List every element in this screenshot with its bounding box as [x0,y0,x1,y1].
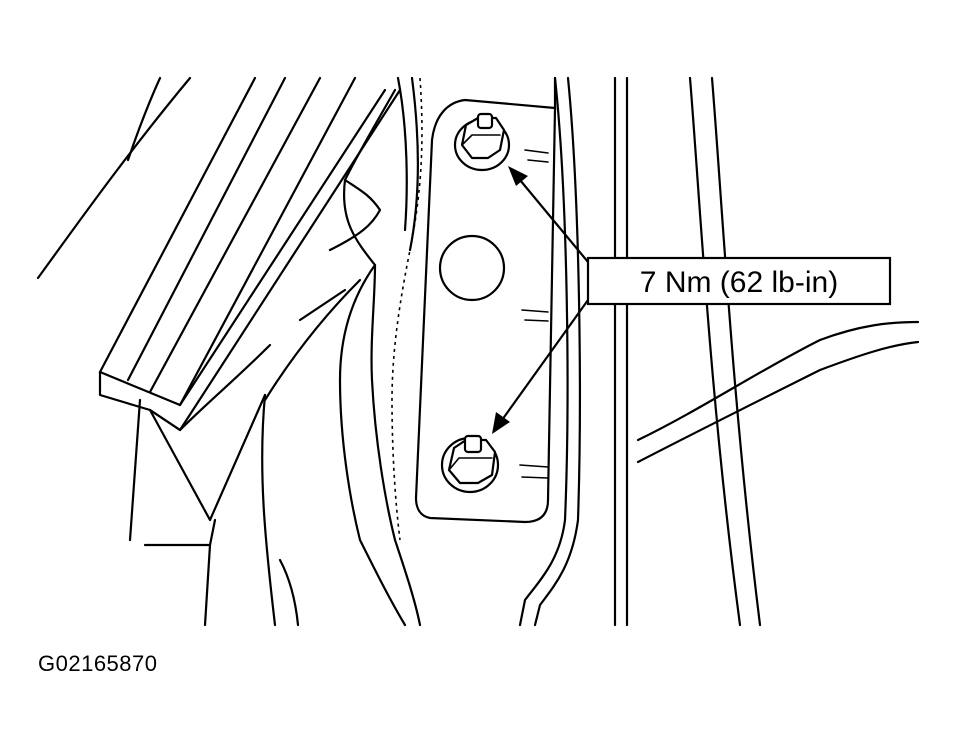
lower-structure [128,278,362,627]
callout-arrows [492,166,590,434]
figure-id-caption: G02165870 [38,651,158,676]
wavy-panel-edges [328,76,423,627]
torque-callout: 7 Nm (62 lb-in) [586,256,892,306]
lower-bolt-icon [440,434,500,494]
vertical-pillar [518,76,762,627]
torque-label: 7 Nm (62 lb-in) [640,266,838,299]
left-body-panel-lines [36,76,192,280]
right-frame-lines [636,320,920,464]
upper-bolt-icon [453,112,511,172]
bracket-hole [438,234,506,302]
bracket-plate [414,98,557,524]
trim-panel [98,76,402,432]
